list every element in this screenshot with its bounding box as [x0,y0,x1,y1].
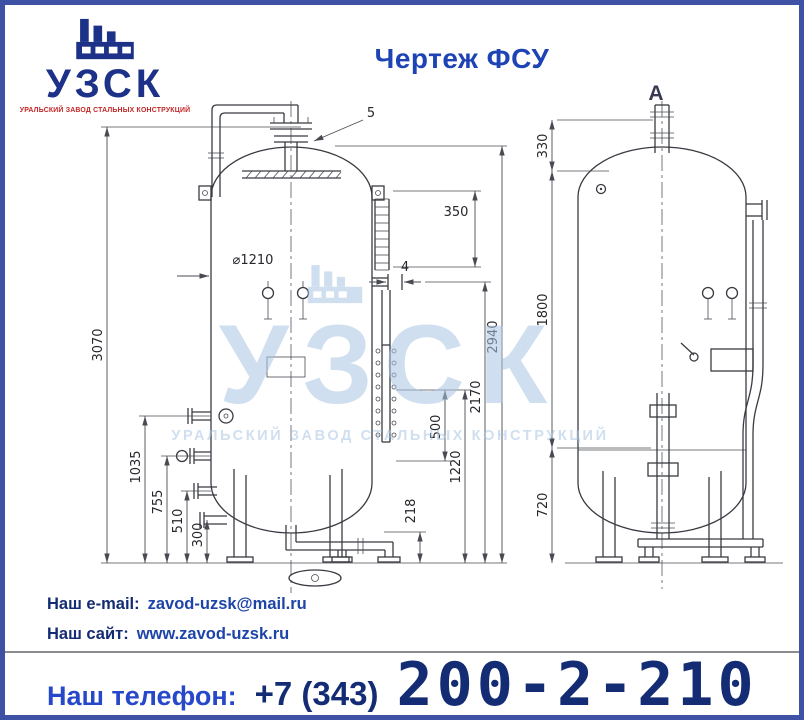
front-view-vessel [101,101,507,593]
dim-720: 720 [536,493,551,518]
logo-name: УЗСК [45,62,165,106]
footer-divider [5,651,799,653]
side-view-dimensions: 330 1800 720 [536,119,653,563]
dim-510: 510 [171,509,186,534]
logo: УЗСК УРАЛЬСКИЙ ЗАВОД СТАЛЬНЫХ КОНСТРУКЦИ… [19,17,191,114]
email-label: Наш e-mail: [47,595,140,613]
dim-1220: 1220 [449,450,464,483]
phone-number: 200-2-210 [396,650,758,720]
side-view-vessel: А [565,82,783,589]
dim-4: 4 [401,260,409,275]
dim-1800: 1800 [536,293,551,326]
phone-label: Наш телефон: [47,681,237,711]
site-label: Наш сайт: [47,625,129,643]
dim-755: 755 [151,490,166,515]
factory-icon [76,18,134,60]
item-label-5: 5 [367,106,375,121]
dim-2940: 2940 [486,320,501,353]
dim-300: 300 [191,523,206,548]
front-view-dimensions: 3070 1035 755 510 300 2940 2170 [91,106,507,563]
dim-218: 218 [404,499,419,524]
technical-drawing: 3070 1035 755 510 300 2940 2170 [91,82,783,593]
page-title: Чертеж ФСУ [374,43,550,74]
phone-area-code: +7 (343) [254,675,379,712]
dim-350: 350 [444,205,469,220]
email-row: Наш e-mail: zavod-uzsk@mail.ru [47,595,307,614]
logo-tagline: УРАЛЬСКИЙ ЗАВОД СТАЛЬНЫХ КОНСТРУКЦИЙ [19,107,191,114]
site-value: www.zavod-uzsk.ru [136,625,290,643]
filter-element-nozzles [375,348,397,438]
email-value: zavod-uzsk@mail.ru [147,595,307,613]
site-row: Наш сайт: www.zavod-uzsk.ru [47,625,289,644]
dim-1035: 1035 [129,450,144,483]
phone-row: Наш телефон: +7 (343) 200-2-210 [47,655,758,715]
dim-500: 500 [429,415,444,440]
nozzle-stack-flanges [375,198,389,271]
dim-3070: 3070 [91,328,106,361]
distributor-hatch [245,170,342,179]
dim-2170: 2170 [469,380,484,413]
view-label-A: А [648,82,663,105]
dim-330: 330 [536,134,551,159]
dim-diameter-1210: ⌀1210 [233,253,274,268]
